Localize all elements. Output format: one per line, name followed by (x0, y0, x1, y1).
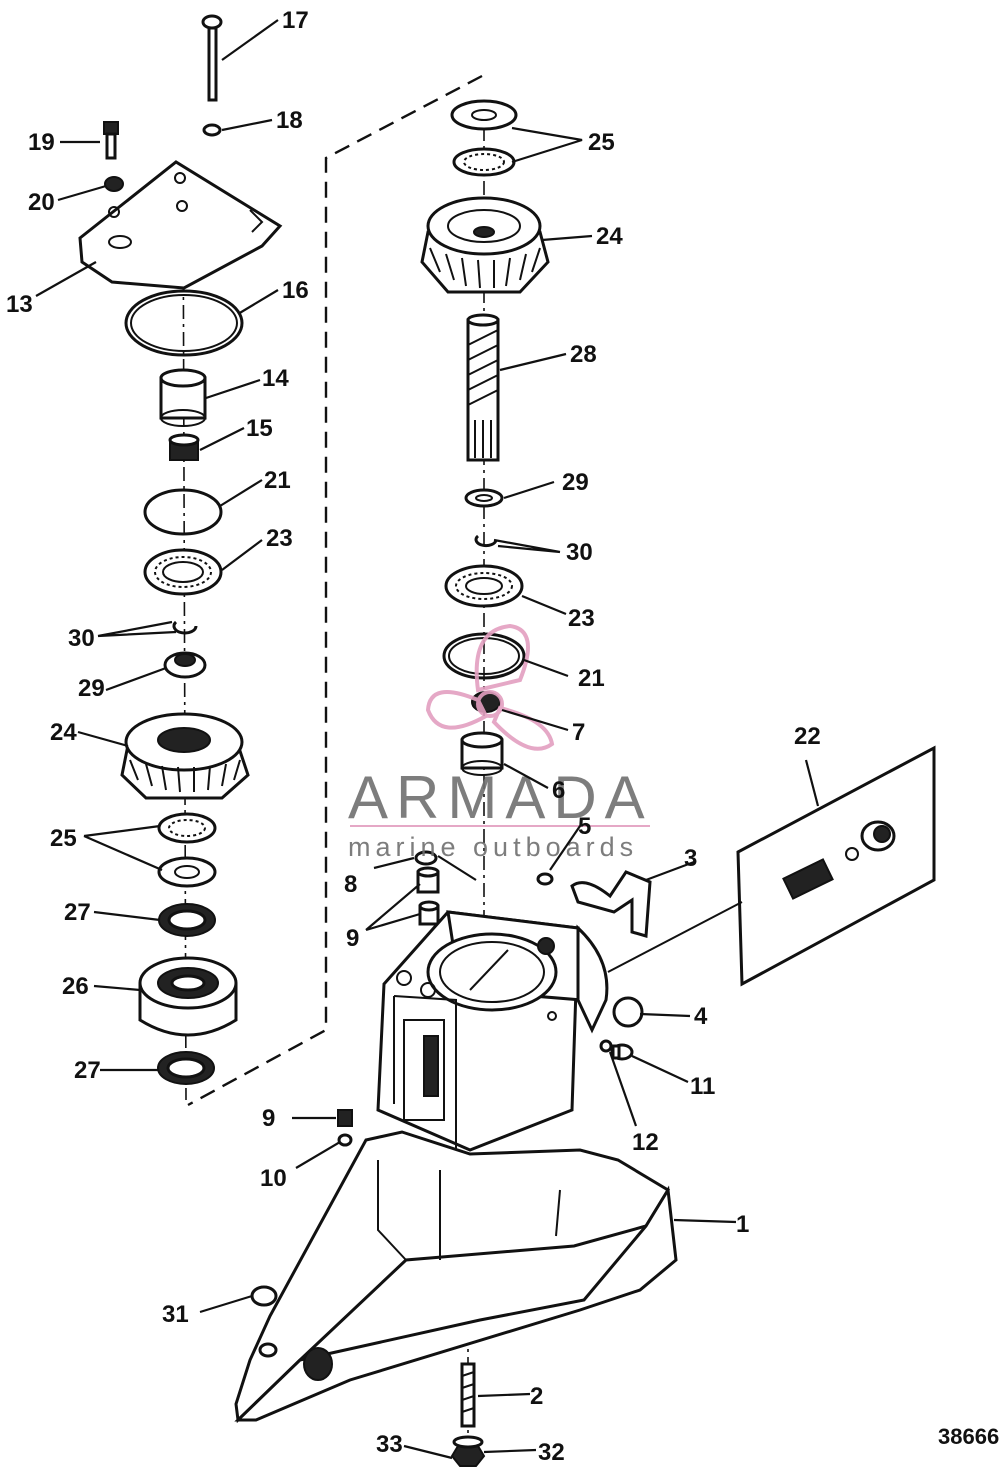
propeller-hub (476, 690, 504, 718)
watermark-logo: ARMADA marine outboards (348, 623, 653, 862)
callout-22: 22 (794, 723, 821, 750)
part-29-bearing-race (163, 651, 207, 679)
inset-connector (607, 901, 743, 973)
part-30-retaining-ring (172, 620, 198, 635)
callout-15: 15 (246, 415, 273, 442)
callout-24-left: 24 (50, 719, 77, 746)
callout-9-upper: 9 (346, 925, 359, 952)
part-13-cover-plate (78, 160, 283, 290)
callout-25-right: 25 (588, 129, 615, 156)
housing-block (376, 910, 609, 1152)
callout-32: 32 (538, 1439, 565, 1466)
part-11-screw (610, 1043, 634, 1061)
callout-24-right: 24 (596, 223, 623, 250)
part-22-bushing (860, 820, 896, 852)
callout-12: 12 (632, 1129, 659, 1156)
callout-27-upper: 27 (64, 899, 91, 926)
part-12-washer (599, 1039, 613, 1053)
figure-number: 38666 (938, 1424, 999, 1449)
callout-23-left: 23 (266, 525, 293, 552)
part-23-thrust-bearing (143, 548, 223, 596)
part-9-dowel-upper (416, 866, 440, 894)
callout-1: 1 (736, 1211, 749, 1238)
part-3-seal (570, 870, 652, 938)
callout-13: 13 (6, 291, 33, 318)
part-18-washer (202, 123, 222, 137)
callout-20: 20 (28, 189, 55, 216)
part-19-bolt (103, 121, 119, 160)
callout-28: 28 (570, 341, 597, 368)
part-21-shim-ring (143, 488, 223, 536)
callout-23-right: 23 (568, 605, 595, 632)
callout-18: 18 (276, 107, 303, 134)
callout-19: 19 (28, 129, 55, 156)
watermark-brand: ARMADA (348, 764, 653, 831)
part-6-bushing (460, 731, 504, 776)
part-17-long-screw (201, 14, 223, 102)
callout-5: 5 (578, 813, 591, 840)
part-9-dowel-lower (418, 900, 440, 926)
left-centerline (182, 169, 187, 1101)
callout-labels: 17 18 19 20 13 16 14 15 21 23 30 29 24 2… (6, 7, 999, 1466)
callout-31: 31 (162, 1301, 189, 1328)
part-23-thrust-bearing-right (444, 564, 524, 608)
callout-21-left: 21 (264, 467, 291, 494)
part-14-bushing (159, 368, 207, 427)
part-20-washer (104, 176, 124, 192)
part-5-o-ring (536, 872, 554, 886)
part-2-stud (460, 1362, 476, 1428)
callout-29-left: 29 (78, 675, 105, 702)
part-28-pinion-shaft (466, 313, 500, 462)
part-27-washer-upper (158, 903, 216, 937)
callout-16: 16 (282, 277, 309, 304)
part-31-plug (250, 1285, 278, 1307)
part-15-bearing (168, 433, 200, 461)
part-26-bearing-assembly (138, 956, 238, 1037)
callout-26: 26 (62, 973, 89, 1000)
callout-8: 8 (344, 871, 357, 898)
part-27-washer-lower (157, 1051, 215, 1085)
part-4-o-ring (612, 996, 644, 1028)
callout-leaders (35, 19, 820, 1460)
callout-2: 2 (530, 1383, 543, 1410)
dashed-group-outline (187, 74, 483, 1107)
callout-25-left: 25 (50, 825, 77, 852)
propeller-logo-icon (425, 623, 555, 751)
watermark-tagline: marine outboards (348, 832, 638, 862)
part-22-inset-panel (736, 745, 936, 987)
part-8-o-ring (414, 850, 438, 866)
part-10-o-ring (337, 1133, 353, 1147)
callout-10: 10 (260, 1165, 287, 1192)
part-21-ring-right (442, 632, 526, 680)
callout-7: 7 (572, 719, 585, 746)
part-29-washer (464, 488, 504, 508)
part-1-gear-housing (234, 1130, 678, 1424)
part-24-reverse-gear (420, 196, 550, 294)
part-32-nut (450, 1445, 486, 1467)
part-22-spring (782, 858, 834, 900)
part-30-clip (474, 534, 498, 548)
callout-14: 14 (262, 365, 289, 392)
callout-11: 11 (690, 1073, 715, 1100)
callout-33: 33 (376, 1431, 403, 1458)
callout-29-right: 29 (562, 469, 589, 496)
callout-30-right: 30 (566, 539, 593, 566)
callout-30-left: 30 (68, 625, 95, 652)
part-33-washer (452, 1435, 484, 1449)
callout-9-lower: 9 (262, 1105, 275, 1132)
callout-4: 4 (694, 1003, 708, 1030)
callout-21-right: 21 (578, 665, 605, 692)
callout-17: 17 (282, 7, 309, 34)
part-16-o-ring (124, 289, 244, 357)
callout-6: 6 (552, 777, 565, 804)
part-24-forward-gear (120, 712, 250, 800)
part-9-dowel-side (337, 1109, 353, 1127)
part-25-thrust-bearing-washer (157, 812, 217, 888)
part-25-washer-top (450, 99, 518, 131)
callout-27-lower: 27 (74, 1057, 101, 1084)
propeller-blade-left (425, 690, 489, 730)
callout-3: 3 (684, 845, 697, 872)
